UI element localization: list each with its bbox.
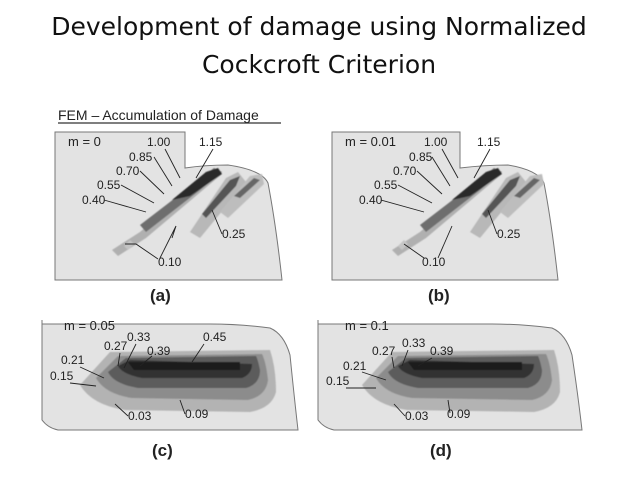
contour-label: 0.39 xyxy=(147,344,171,358)
panel-c: m = 0.05 0.27 0.33 0.39 0.45 0.21 0.15 0… xyxy=(41,318,299,460)
figure-heading: FEM – Accumulation of Damage xyxy=(58,107,259,123)
contour-label: 1.15 xyxy=(199,135,223,149)
contour-label: 0.70 xyxy=(116,164,140,178)
panel-c-leader-lines xyxy=(69,343,205,417)
panel-c-caption: (c) xyxy=(152,441,173,460)
panel-c-m-label: m = 0.05 xyxy=(64,318,115,333)
panel-a-leader-lines xyxy=(103,148,223,260)
contour-label: 0.85 xyxy=(129,150,153,164)
contour-label: 0.09 xyxy=(185,407,209,421)
contour-label: 0.85 xyxy=(409,150,433,164)
panel-d-m-label: m = 0.1 xyxy=(345,318,389,333)
slide-title-line-2: Cockcroft Criterion xyxy=(201,50,437,79)
panel-d-caption: (d) xyxy=(430,441,452,460)
panel-b-contour-labels: 1.00 1.15 0.85 0.70 0.55 0.40 0.25 0.10 xyxy=(359,135,521,269)
contour-label: 0.15 xyxy=(326,374,350,388)
panel-c-contour-labels: 0.27 0.33 0.39 0.45 0.21 0.15 0.03 0.09 xyxy=(50,330,227,423)
panel-d-contour-labels: 0.27 0.33 0.39 0.21 0.15 0.03 0.09 xyxy=(326,336,471,423)
panel-a-damage-bands xyxy=(112,168,264,256)
panel-b-m-label: m = 0.01 xyxy=(345,134,396,149)
panel-b-damage-bands xyxy=(392,168,544,256)
panel-b-caption: (b) xyxy=(428,286,450,305)
contour-label: 0.55 xyxy=(97,178,121,192)
panel-d: m = 0.1 0.27 0.33 0.39 0.21 0.15 0.03 0.… xyxy=(317,318,583,460)
contour-label: 0.10 xyxy=(422,255,446,269)
contour-label: 1.15 xyxy=(477,135,501,149)
panel-a-contour-labels: 1.00 1.15 0.85 0.70 0.55 0.40 0.25 0.10 xyxy=(82,135,246,269)
contour-label: 0.09 xyxy=(447,407,471,421)
panel-a-caption: (a) xyxy=(150,286,171,305)
contour-label: 1.00 xyxy=(424,135,448,149)
contour-label: 0.55 xyxy=(374,178,398,192)
contour-label: 0.10 xyxy=(158,255,182,269)
contour-label: 0.03 xyxy=(128,409,152,423)
panel-b: m = 0.01 1.00 1.15 0.85 0.70 0.55 0.40 0… xyxy=(331,131,559,305)
contour-label: 0.21 xyxy=(61,353,85,367)
contour-label: 0.40 xyxy=(359,193,383,207)
slide-title-line-1: Development of damage using Normalized xyxy=(51,12,587,41)
contour-label: 0.03 xyxy=(405,409,429,423)
contour-label: 0.21 xyxy=(343,359,367,373)
contour-label: 0.70 xyxy=(393,164,417,178)
panel-a-m-label: m = 0 xyxy=(68,134,101,149)
slide-title: Development of damage using Normalized C… xyxy=(0,8,638,84)
contour-label: 0.33 xyxy=(127,330,151,344)
contour-label: 0.39 xyxy=(430,344,454,358)
panel-d-damage-bands xyxy=(362,350,560,412)
contour-label: 0.25 xyxy=(497,227,521,241)
panel-b-leader-lines xyxy=(380,148,498,259)
contour-label: 0.27 xyxy=(372,344,396,358)
panel-c-damage-bands xyxy=(80,350,276,412)
contour-label: 0.27 xyxy=(104,339,128,353)
contour-label: 0.25 xyxy=(222,227,246,241)
contour-label: 0.45 xyxy=(203,330,227,344)
contour-label: 0.15 xyxy=(50,369,74,383)
contour-label: 0.33 xyxy=(402,336,426,350)
panel-d-leader-lines xyxy=(346,349,451,417)
contour-label: 0.40 xyxy=(82,193,106,207)
panel-a: m = 0 1.00 1.15 0.85 0.70 0.55 0.40 0.25… xyxy=(54,131,283,305)
contour-label: 1.00 xyxy=(147,135,171,149)
